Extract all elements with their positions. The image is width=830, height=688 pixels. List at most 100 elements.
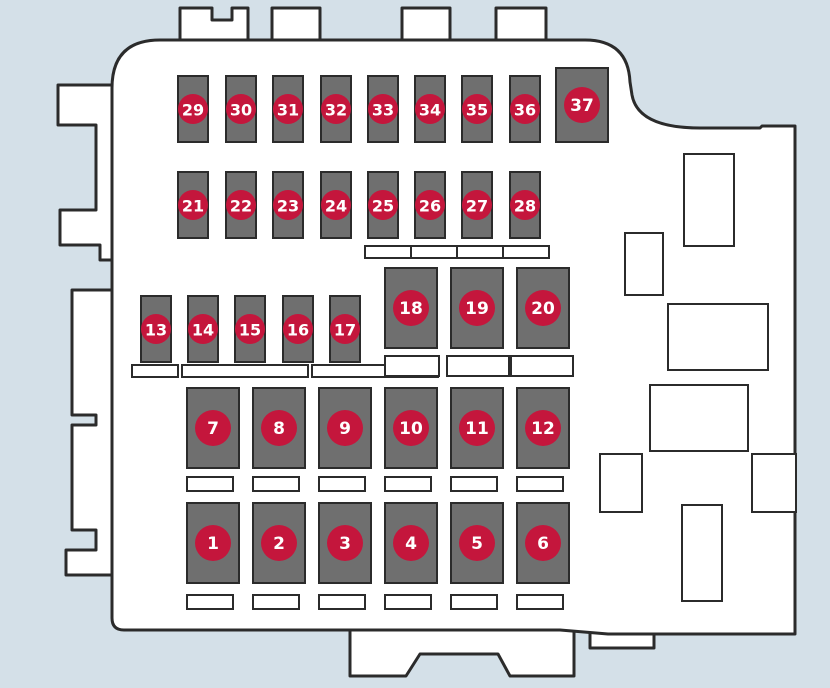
fuse-number-label: 36 [514,101,536,120]
fuse-number-label: 17 [334,321,356,340]
relay-top-right [683,153,735,247]
fuse-number-label: 8 [273,419,285,439]
fuse-26: 26 [414,171,446,239]
relay-bottom-right [751,453,797,513]
fuse-number-label: 9 [339,419,351,439]
fuse-number-label: 3 [339,534,351,554]
fuse-holder-slots [131,245,574,610]
fuse-23: 23 [272,171,304,239]
fuse-28: 28 [509,171,541,239]
fuse-number-badge [283,314,313,344]
fuse-21: 21 [177,171,209,239]
fuse-number-badge [321,190,351,220]
fuse-34: 34 [414,75,446,143]
fuse-slot-8 [252,476,300,492]
fuse-slot-6 [516,594,564,610]
fuse-number-badge [226,94,256,124]
fuse-number-badge [261,525,297,561]
fuse-slot-14 [181,364,309,378]
fuse-number-label: 16 [287,321,309,340]
fuse-slot-21 [456,245,504,259]
fuse-number-badge [178,94,208,124]
fuse-number-label: 29 [182,101,204,120]
fuse-25: 25 [367,171,399,239]
fuse-number-label: 37 [570,96,594,116]
fuse-number-label: 20 [531,299,555,319]
fuse-slot-19 [364,245,412,259]
fuse-number-badge [178,190,208,220]
fuse-number-badge [327,525,363,561]
relay-block-right [667,303,769,371]
fuse-16: 16 [282,295,314,363]
fuse-number-badge [393,525,429,561]
fuse-13: 13 [140,295,172,363]
fuse-number-label: 15 [239,321,261,340]
fuse-27: 27 [461,171,493,239]
fuse-number-badge [525,410,561,446]
fuse-number-label: 28 [514,197,536,216]
fuse-number-label: 27 [466,197,488,216]
fuse-10: 10 [384,387,438,469]
fuse-number-badge [273,190,303,220]
fuse-number-label: 33 [372,101,394,120]
fuse-number-label: 1 [207,534,219,554]
fuse-number-badge [273,94,303,124]
fuse-number-badge [261,410,297,446]
fuse-24: 24 [320,171,352,239]
fuse-number-label: 30 [230,101,252,120]
fuse-number-badge [525,290,561,326]
fuse-6: 6 [516,502,570,584]
fuse-14: 14 [187,295,219,363]
fuse-11: 11 [450,387,504,469]
fuse-number-badge [459,525,495,561]
fuse-slot-20 [410,245,458,259]
fuse-32: 32 [320,75,352,143]
fuse-number-badge [368,190,398,220]
fuse-number-label: 24 [325,197,347,216]
fuse-slot-17 [446,355,510,377]
fuse-number-label: 14 [192,321,214,340]
fuse-number-badge [368,94,398,124]
fuse-4: 4 [384,502,438,584]
fuse-slot-11 [450,476,498,492]
fuse-number-badge [564,87,600,123]
fuse-30: 30 [225,75,257,143]
fuse-slot-18 [510,355,574,377]
fuse-17: 17 [329,295,361,363]
fuse-slot-4 [384,594,432,610]
fuse-36: 36 [509,75,541,143]
fuse-19: 19 [450,267,504,349]
fuse-number-label: 32 [325,101,347,120]
fuse-number-badge [393,290,429,326]
fuse-slot-5 [450,594,498,610]
fuse-5: 5 [450,502,504,584]
fuse-8: 8 [252,387,306,469]
fuse-number-label: 12 [531,419,555,439]
fuse-number-badge [330,314,360,344]
fuse-number-label: 18 [399,299,423,319]
fuse-number-label: 25 [372,197,394,216]
fuse-slot-12 [516,476,564,492]
relay-bottom-left [599,453,643,513]
left-bracket-upper [56,83,114,262]
fuse-number-label: 4 [405,534,417,554]
fuse-22: 22 [225,171,257,239]
fuse-number-badge [525,525,561,561]
fuse-slot-10 [384,476,432,492]
fuse-number-label: 35 [466,101,488,120]
fuse-number-label: 21 [182,197,204,216]
fuse-29: 29 [177,75,209,143]
fuse-2: 2 [252,502,306,584]
top-clip-left [178,6,250,50]
left-bracket-lower [64,288,114,577]
fuse-slot-22 [502,245,550,259]
fuse-slot-3 [318,594,366,610]
fuse-number-badge [462,190,492,220]
fuse-20: 20 [516,267,570,349]
fuse-number-badge [188,314,218,344]
fuse-slot-16 [384,355,440,377]
fuse-number-badge [327,410,363,446]
fuse-9: 9 [318,387,372,469]
